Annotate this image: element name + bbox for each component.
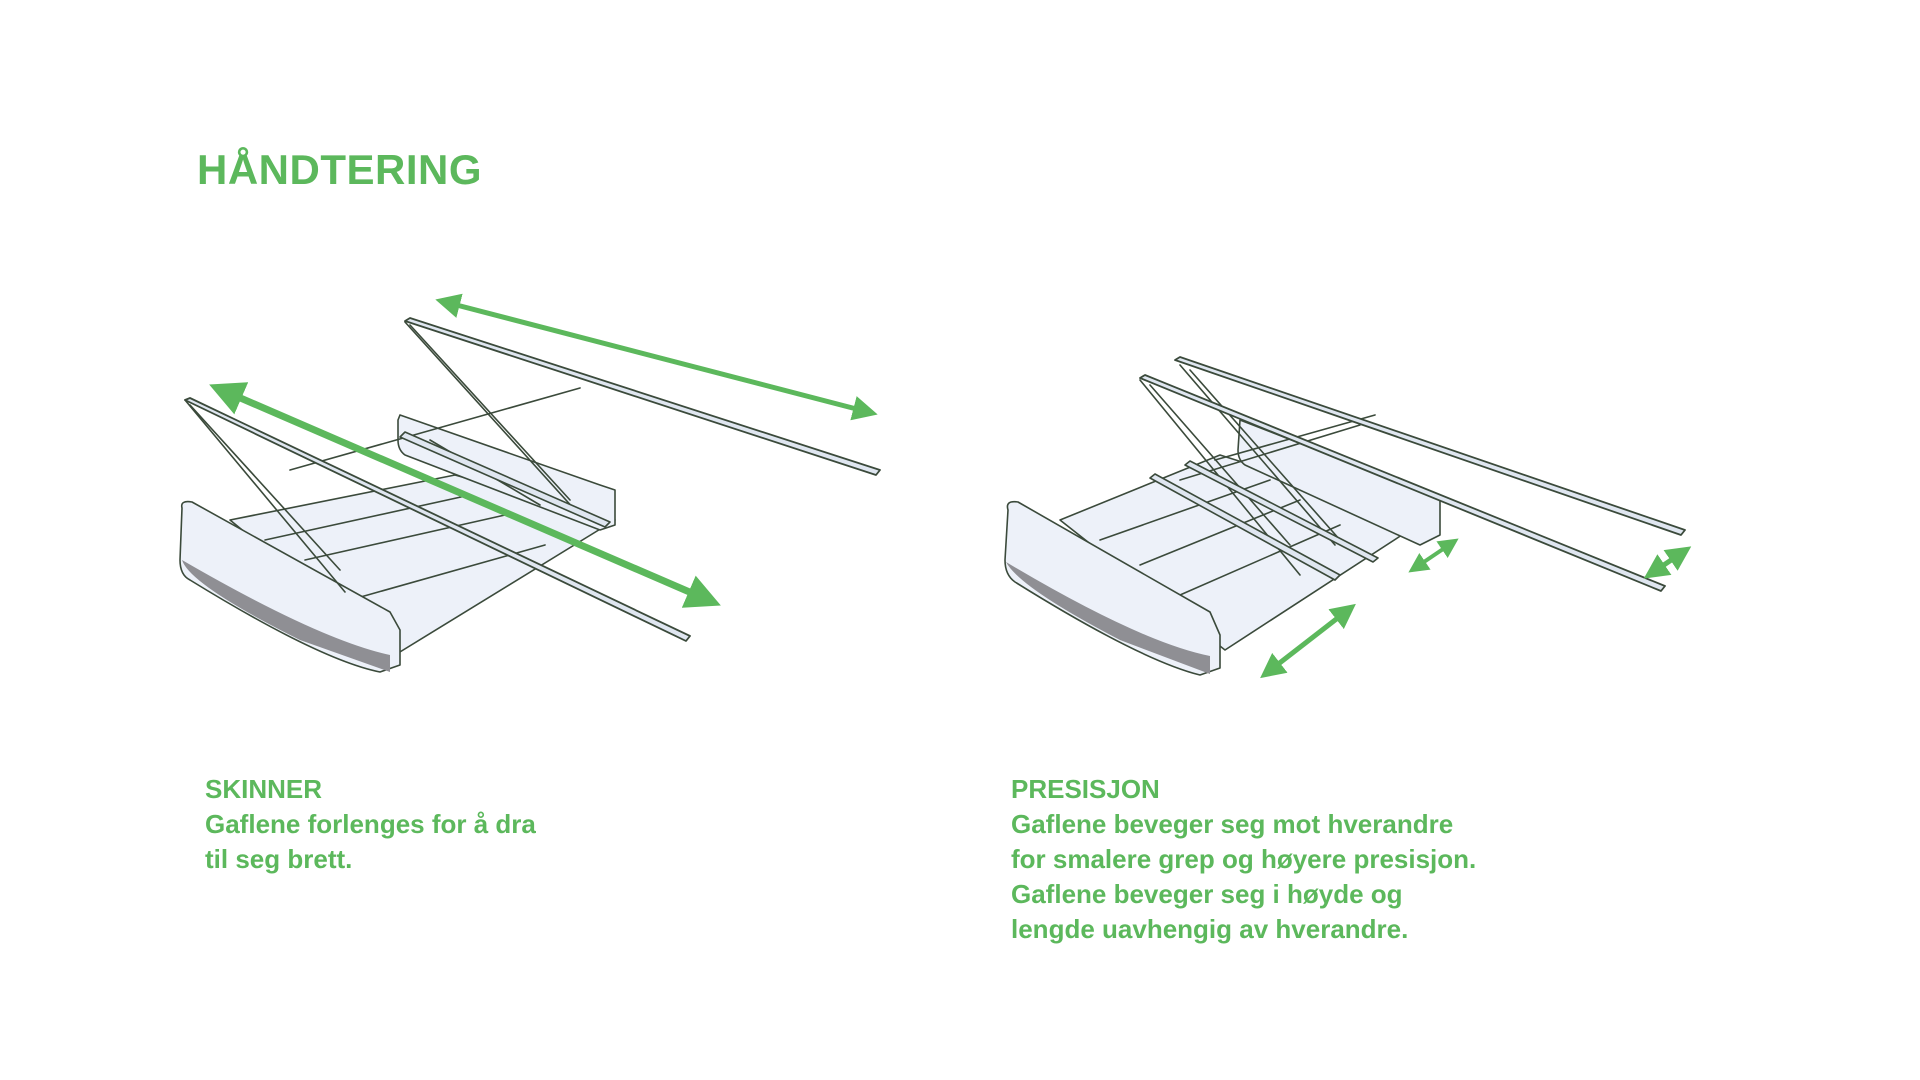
right-long-fork-back <box>1174 356 1686 536</box>
right-back-arrow <box>1408 538 1459 573</box>
presisjon-text-line: Gaflene beveger seg mot hverandre <box>1011 809 1454 839</box>
right-short-fork-back <box>1184 460 1379 563</box>
skinner-text-line: til seg brett. <box>205 844 353 874</box>
right-front-arrow <box>1260 603 1356 679</box>
right-short-fork-front <box>1149 473 1341 581</box>
skinner-caption: SKINNER Gaflene forlenges for å dra til … <box>205 772 536 877</box>
skinner-heading: SKINNER <box>205 774 323 804</box>
presisjon-caption: PRESISJON Gaflene beveger seg mot hveran… <box>1011 772 1476 947</box>
presisjon-heading: PRESISJON <box>1011 774 1160 804</box>
presisjon-text-line: Gaflene beveger seg i høyde og <box>1011 879 1403 909</box>
left-back-arrow <box>435 293 878 421</box>
skinner-illustration <box>179 317 881 673</box>
right-pontoon-shadow <box>1006 562 1210 674</box>
left-pontoon-shadow <box>182 560 390 672</box>
right-long-fork-front <box>1139 374 1666 592</box>
left-front-arrow <box>209 382 721 608</box>
presisjon-text-line: for smalere grep og høyere presisjon. <box>1011 844 1477 874</box>
presisjon-illustration <box>1004 356 1686 676</box>
page-title: HÅNDTERING <box>197 146 482 193</box>
presisjon-text-line: lengde uavhengig av hverandre. <box>1011 914 1409 944</box>
skinner-text-line: Gaflene forlenges for å dra <box>205 809 536 839</box>
right-back-pontoon <box>1237 419 1441 546</box>
right-rail-arrow <box>1643 546 1692 579</box>
right-front-pontoon <box>1004 500 1221 676</box>
